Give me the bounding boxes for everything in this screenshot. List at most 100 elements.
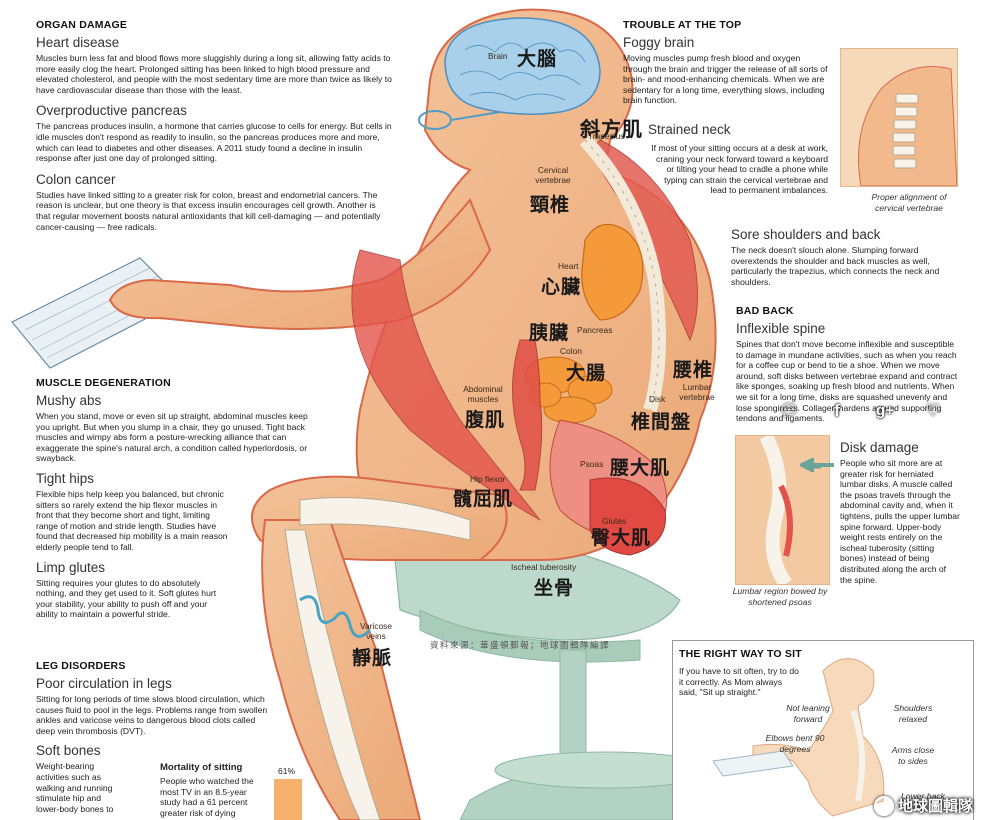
section-header: BAD BACK (736, 305, 794, 317)
abdominal-muscle (512, 339, 543, 491)
mortality-bar (274, 779, 302, 820)
watermark: 地球圖輯隊 (873, 795, 973, 816)
label-abdominal: Abdominal muscles (463, 384, 503, 404)
hip-flexor-muscle (351, 249, 541, 521)
trouble-at-top-section: TROUBLE AT THE TOP Foggy brain Moving mu… (623, 19, 828, 106)
subhead-sore-shoulders: Sore shoulders and back (731, 227, 881, 242)
subhead-strained-neck: Strained neck (648, 122, 731, 137)
body-colon-cancer: Studies have linked sitting to a greater… (36, 189, 381, 232)
label-cervical: Cervical vertebrae (535, 165, 571, 185)
cjk-abdominal: 腹肌 (465, 409, 506, 431)
chair (394, 535, 716, 820)
heart-organ (581, 223, 644, 321)
subhead-soft-bones: Soft bones (36, 743, 101, 759)
cjk-ischeal: 坐骨 (534, 577, 575, 599)
body-soft-bones: Weight-bearing activities such as walkin… (36, 761, 114, 814)
note-elbows-bent: Elbows bent 90 degrees (765, 733, 825, 754)
leg-disorders-section: LEG DISORDERS Poor circulation in legs S… (36, 660, 268, 814)
mortality-box: Mortality of sitting People who watched … (160, 762, 268, 818)
subhead-mushy-abs: Mushy abs (36, 393, 102, 408)
body-strained-neck: If most of your sitting occurs at a desk… (651, 143, 828, 196)
mortality-title: Mortality of sitting (160, 762, 243, 773)
body-mushy-abs: When you stand, move or even sit up stra… (36, 411, 308, 464)
lumbar-inset (735, 432, 830, 589)
label-lumbar: Lumbar vertebrae (679, 382, 715, 402)
subhead-foggy-brain: Foggy brain (623, 35, 695, 50)
cjk-lumbar: 腰椎 (673, 359, 714, 381)
body-foggy-brain: Moving muscles pump fresh blood and oxyg… (623, 53, 828, 106)
lumbar-inset-caption: Lumbar region bowed by shortened psoas (732, 586, 828, 607)
section-header: MUSCLE DEGENERATION (36, 377, 171, 389)
femur-bone (299, 497, 471, 541)
globe-icon (873, 796, 894, 816)
label-hipflexor: Hip flexor (470, 474, 506, 484)
label-disk: Disk (649, 394, 666, 404)
body-pancreas: The pancreas produces insulin, a hormone… (36, 121, 392, 164)
cjk-cervical: 頸椎 (530, 194, 571, 216)
cjk-brain: 大腦 (517, 48, 558, 70)
intestines (524, 356, 613, 424)
cjk-psoas: 腰大肌 (610, 457, 671, 479)
section-header: THE RIGHT WAY TO SIT (679, 648, 802, 660)
cjk-pancreas: 胰臟 (529, 322, 570, 344)
comment-icon[interactable]: 💬︎ (778, 401, 800, 420)
section-header: LEG DISORDERS (36, 660, 126, 672)
brain-organ (444, 17, 601, 115)
note-arms-close: Arms close to sides (891, 745, 935, 766)
cjk-trapezius: 斜方肌 (580, 117, 643, 141)
body-sore-shoulders: The neck doesn't slouch alone. Slumping … (731, 245, 940, 287)
cjk-disk: 椎間盤 (631, 411, 692, 433)
subhead-pancreas: Overproductive pancreas (36, 103, 187, 119)
label-trapezius: Trapezius (588, 131, 625, 141)
label-varicose: Varicose veins (360, 621, 392, 641)
subhead-disk-damage: Disk damage (840, 440, 919, 455)
watermark-text: 地球圖輯隊 (897, 796, 973, 815)
spine (579, 135, 666, 413)
glutes-muscle (589, 477, 667, 556)
body-tight-hips: Flexible hips help keep you balanced, bu… (36, 488, 228, 552)
organ-damage-section: ORGAN DAMAGE Heart disease Muscles burn … (36, 19, 392, 232)
section-header: TROUBLE AT THE TOP (623, 19, 742, 31)
subhead-colon-cancer: Colon cancer (36, 171, 116, 187)
cervical-inset (840, 48, 958, 187)
facebook-icon[interactable]: f (834, 401, 840, 420)
right-way-figure (712, 658, 885, 817)
cjk-glutes: 臀大肌 (591, 527, 652, 549)
heart-icon[interactable]: ♡ (925, 401, 941, 420)
sore-shoulders-block: Sore shoulders and back The neck doesn't… (731, 223, 961, 287)
body-limp-glutes: Sitting requires your glutes to do absol… (36, 577, 217, 620)
mortality-text: People who watched the most TV in an 8.5… (160, 776, 254, 818)
disk-damage-block: Disk damage People who sit more are at g… (840, 436, 960, 585)
brain-folds (459, 42, 586, 101)
cervical-inset-caption: Proper alignment of cervical vertebrae (871, 192, 947, 213)
section-header: ORGAN DAMAGE (36, 19, 128, 31)
body-inflexible-spine: Spines that don't move become inflexible… (736, 339, 958, 424)
body-poor-circulation: Sitting for long periods of time slows b… (36, 694, 268, 736)
label-glutes: Glutes (602, 516, 627, 526)
label-colon: Colon (560, 346, 582, 356)
right-way-to-sit-box: THE RIGHT WAY TO SIT If you have to sit … (672, 640, 974, 820)
muscle-degeneration-section: MUSCLE DEGENERATION Mushy abs When you s… (36, 377, 318, 620)
bad-back-section: BAD BACK Inflexible spine Spines that do… (736, 305, 961, 424)
glasses (418, 110, 501, 130)
label-pancreas: Pancreas (577, 325, 613, 335)
mortality-value-label: 61% (278, 766, 296, 776)
note-shoulders-relaxed: Shoulders relaxed (893, 703, 933, 724)
google-plus-icon[interactable]: g+ (876, 402, 894, 419)
cervical-inset-figure (858, 66, 958, 187)
subhead-tight-hips: Tight hips (36, 470, 95, 486)
label-heart: Heart (558, 261, 579, 271)
cjk-colon: 大腸 (566, 362, 607, 384)
label-brain: Brain (488, 51, 508, 61)
inset-arrow (797, 456, 834, 474)
varicose-veins (299, 595, 372, 638)
social-share-bar: 💬︎ f g+ ♡ (776, 398, 946, 424)
label-psoas: Psoas (580, 459, 604, 469)
note-lower-back: Lower back (901, 791, 945, 801)
body-heart-disease: Muscles burn less fat and blood flows mo… (36, 53, 392, 95)
note-not-leaning: Not leaning forward (786, 703, 830, 724)
label-ischeal: Ischeal tuberosity (511, 562, 577, 572)
right-way-text: If you have to sit often, try to do it c… (679, 666, 799, 698)
